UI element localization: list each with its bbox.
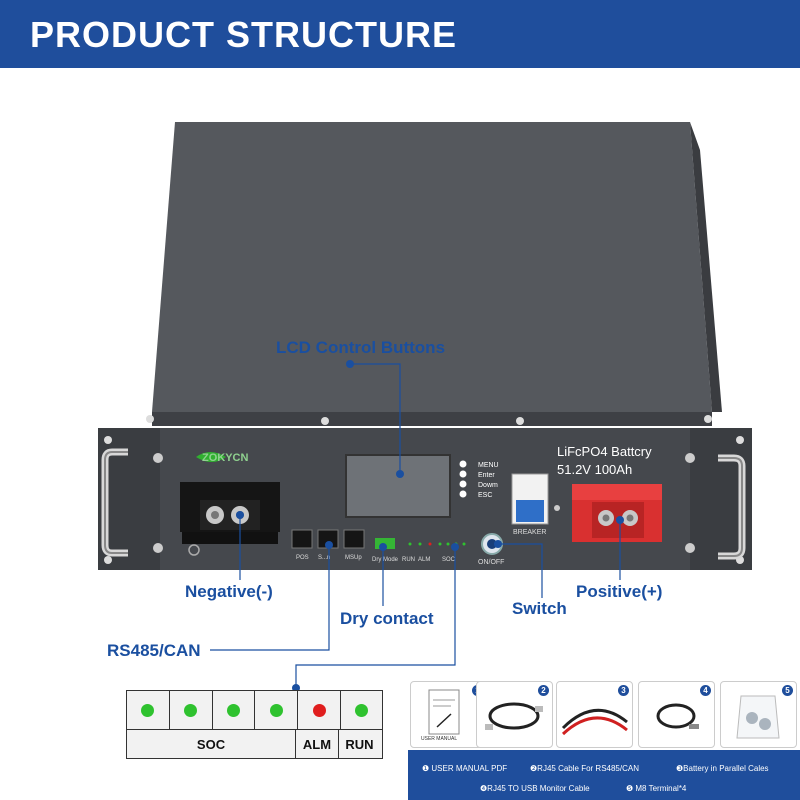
accessory-badge: 5 bbox=[782, 685, 793, 696]
accessory-item-4: ❹RJ45 TO USB Monitor Cable bbox=[480, 784, 590, 793]
brand-logo-text: ZOKYCN bbox=[202, 452, 249, 464]
soc-led-icon bbox=[141, 703, 155, 717]
battery-top-cover bbox=[152, 122, 712, 412]
menu-button-label: MENU bbox=[478, 462, 499, 469]
run-led-icon bbox=[355, 703, 369, 717]
rs485-can-ports[interactable]: POS S...n MSUp bbox=[291, 529, 365, 561]
dry-contact-connector bbox=[375, 538, 395, 549]
accessory-badge: 2 bbox=[538, 685, 549, 696]
manual-icon bbox=[428, 689, 460, 735]
callout-negative: Negative(-) bbox=[185, 582, 273, 601]
led-cell-run bbox=[341, 691, 382, 729]
alm-label: ALM bbox=[296, 730, 339, 758]
callout-rs485-can: RS485/CAN bbox=[107, 641, 201, 660]
accessory-badge: 4 bbox=[700, 685, 711, 696]
accessory-item-5: ❺ M8 Terminal*4 bbox=[626, 784, 687, 793]
terminal-bag-icon bbox=[736, 695, 780, 739]
led-cell-4 bbox=[255, 691, 299, 729]
on-off-label: ON/OFF bbox=[478, 559, 504, 566]
port-label-can: S...n bbox=[318, 555, 330, 561]
led-cell-3 bbox=[213, 691, 256, 729]
esc-button-label: ESC bbox=[478, 492, 492, 499]
battery-name: LiFcPO4 Battcry bbox=[557, 444, 652, 459]
enter-button-label: Enter bbox=[478, 472, 495, 479]
accessory-manual: 1 USER MANUAL bbox=[410, 681, 487, 748]
breaker-switch[interactable]: BREAKER bbox=[511, 473, 549, 536]
negative-terminal bbox=[180, 482, 280, 544]
callout-switch: Switch bbox=[512, 599, 567, 618]
indicator-legend-table: SOC ALM RUN bbox=[126, 690, 383, 759]
indicator-label-run: RUN bbox=[402, 557, 415, 563]
rj45-cable-icon bbox=[485, 702, 543, 730]
down-button-label: Dowm bbox=[478, 482, 498, 489]
manual-cover-text: USER MANUAL bbox=[421, 736, 458, 742]
port-label-pos: POS bbox=[296, 555, 309, 561]
soc-led-icon bbox=[269, 703, 283, 717]
callout-lines bbox=[210, 363, 621, 688]
page-title: PRODUCT STRUCTURE bbox=[30, 14, 457, 55]
accessory-item-3: ❸Battery in Parallel Cales bbox=[676, 764, 769, 773]
soc-led-icon bbox=[227, 703, 241, 717]
led-cell-alm bbox=[298, 691, 342, 729]
positive-terminal bbox=[572, 484, 662, 542]
accessory-item-1: ❶ USER MANUAL PDF bbox=[422, 764, 508, 773]
breaker-label: BREAKER bbox=[513, 529, 546, 536]
indicator-label-alm: ALM bbox=[418, 557, 430, 563]
parallel-cables-icon bbox=[561, 708, 628, 736]
ground-icon bbox=[188, 544, 200, 556]
lcd-control-buttons[interactable]: MENU Enter Dowm ESC bbox=[459, 460, 499, 500]
battery-spec: 51.2V 100Ah bbox=[557, 462, 632, 477]
callout-dry-contact: Dry contact bbox=[340, 609, 434, 628]
header-banner: PRODUCT STRUCTURE bbox=[0, 0, 800, 68]
on-off-switch[interactable]: ON/OFF bbox=[478, 533, 504, 566]
callout-lcd-control-buttons: LCD Control Buttons bbox=[276, 338, 446, 357]
alarm-led-icon bbox=[312, 703, 326, 717]
accessories-caption-bar: ❶ USER MANUAL PDF ❷RJ45 Cable For RS485/… bbox=[408, 750, 800, 800]
accessory-badge: 3 bbox=[618, 685, 629, 696]
run-label: RUN bbox=[345, 736, 374, 752]
accessory-usb-cable: 4 bbox=[638, 681, 715, 748]
led-cell-1 bbox=[127, 691, 170, 729]
soc-label: SOC bbox=[127, 730, 296, 758]
lcd-screen bbox=[345, 454, 451, 518]
callout-dots bbox=[236, 360, 624, 692]
port-label-msup: MSUp bbox=[345, 555, 362, 561]
accessory-item-2: ❷RJ45 Cable For RS485/CAN bbox=[530, 764, 639, 773]
soc-led-icon bbox=[184, 703, 198, 717]
callout-positive: Positive(+) bbox=[576, 582, 663, 601]
brand-logo: ZOKYCN bbox=[196, 452, 249, 464]
accessories-panel: 1 USER MANUAL 2 3 4 5 bbox=[408, 676, 800, 800]
indicator-label-soc: SOC bbox=[442, 557, 456, 563]
accessory-rj45-cable: 2 bbox=[476, 681, 553, 748]
usb-cable-icon bbox=[656, 703, 699, 729]
indicator-label-dry: Dry Mode bbox=[372, 557, 399, 563]
accessory-parallel-cables: 3 bbox=[556, 681, 633, 748]
led-cell-2 bbox=[170, 691, 213, 729]
accessory-m8-terminals: 5 bbox=[720, 681, 797, 748]
